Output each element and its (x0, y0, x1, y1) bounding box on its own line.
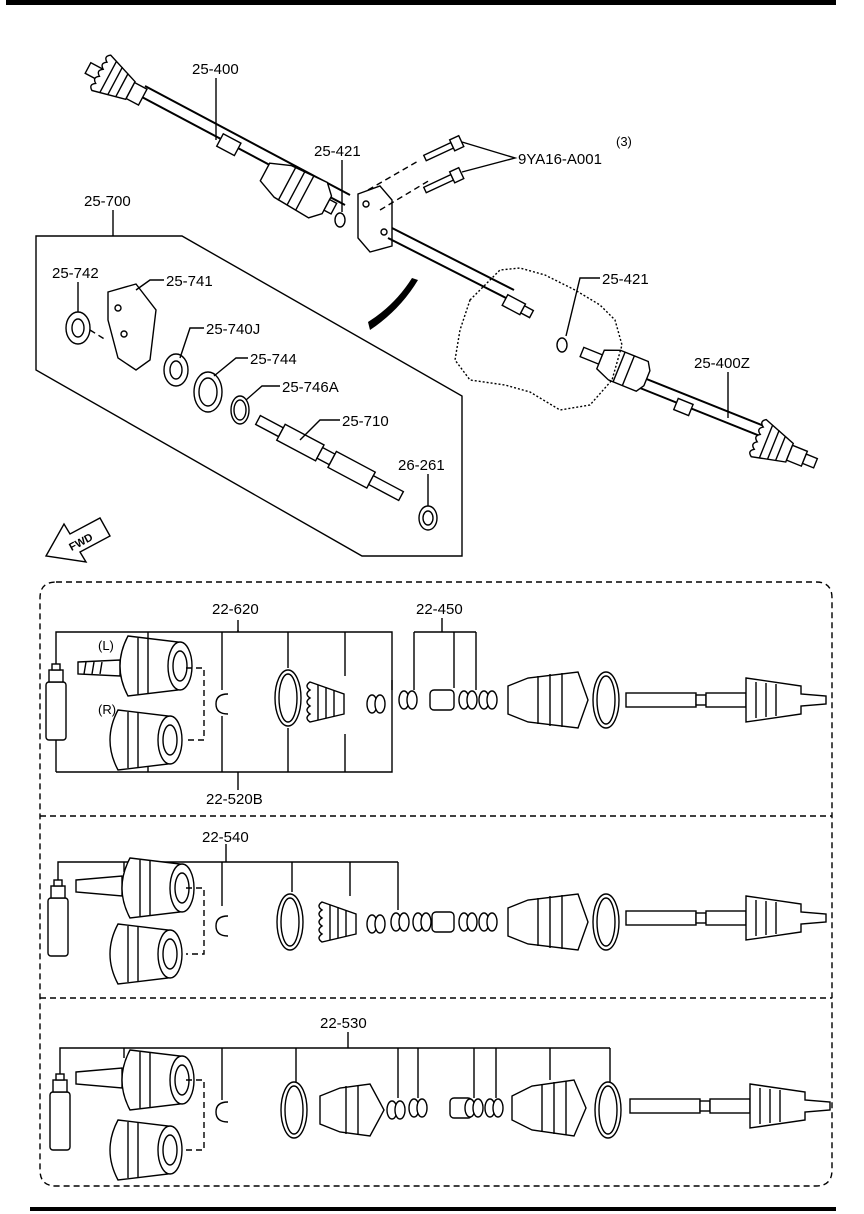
outer-boot-1 (507, 671, 589, 729)
axle-shaft-1 (625, 677, 827, 723)
label-25-400: 25-400 (192, 61, 239, 78)
band-1 (274, 669, 302, 727)
label-26-261: 26-261 (398, 457, 445, 474)
grease-bottle-3 (49, 1073, 71, 1151)
kits-dashed-frame (39, 581, 833, 1187)
label-25-710: 25-710 (342, 413, 389, 430)
inner-boot-1 (306, 681, 345, 723)
seal-26-261 (418, 505, 438, 531)
label-25-740j: 25-740J (206, 321, 260, 338)
clip-12 (464, 1098, 484, 1118)
damper-1 (429, 689, 455, 711)
grease-bottle-2 (47, 879, 69, 957)
axle-shaft-2 (625, 895, 827, 941)
clip-6 (390, 912, 410, 932)
top-border-bar (6, 0, 836, 5)
damper-2 (431, 911, 455, 933)
label-25-744: 25-744 (250, 351, 297, 368)
exploded-bearing-parts (65, 283, 438, 531)
clip-8 (458, 912, 478, 932)
label-left-side: (L) (98, 638, 114, 653)
label-25-742: 25-742 (52, 265, 99, 282)
bracket-25-741 (107, 283, 157, 371)
label-25-700: 25-700 (84, 193, 131, 210)
label-22-520b: 22-520B (206, 791, 263, 808)
band-3 (276, 893, 304, 951)
clip-3 (458, 690, 478, 710)
label-22-450: 22-450 (416, 601, 463, 618)
bottom-border-bar (30, 1207, 836, 1211)
bolts-9ya16 (422, 134, 518, 194)
cv-joint-right (109, 709, 183, 771)
label-25-421-upper: 25-421 (314, 143, 361, 160)
clip-5 (366, 914, 386, 934)
clip-4 (478, 690, 498, 710)
kit-22-540 (47, 844, 827, 985)
snap-ring-3 (215, 1101, 229, 1123)
outer-boot-3 (511, 1079, 587, 1137)
orientation-arrow (368, 278, 418, 330)
clip-13 (484, 1098, 504, 1118)
kit-22-530 (49, 1032, 831, 1181)
snap-ring-2 (215, 915, 229, 937)
clip-11 (408, 1098, 428, 1118)
bearing-25-740j (163, 353, 189, 387)
clip-10 (386, 1100, 406, 1120)
top-leader-lines (77, 78, 729, 506)
seal-25-742 (65, 311, 91, 345)
left-driveshaft-assembly (84, 53, 351, 219)
outer-boot-2 (507, 893, 589, 951)
label-25-741: 25-741 (166, 273, 213, 290)
snap-ring-1 (215, 693, 229, 715)
bearing-support-bracket (334, 159, 431, 253)
ring-25-744 (193, 371, 223, 413)
cv-joint-upper-3 (75, 1049, 195, 1111)
cv-joint-upper-2 (75, 857, 195, 919)
label-25-421-lower: 25-421 (602, 271, 649, 288)
kit-22-620: (L) (R) (45, 618, 827, 790)
transaxle-outline (454, 267, 623, 411)
label-22-530: 22-530 (320, 1015, 367, 1032)
label-qty-3: (3) (616, 134, 632, 149)
band-5 (280, 1081, 308, 1139)
label-22-620: 22-620 (212, 601, 259, 618)
clip-7 (412, 912, 432, 932)
cv-joint-lower-3 (109, 1119, 183, 1181)
clip-9 (478, 912, 498, 932)
clip-2 (398, 690, 418, 710)
band-6 (594, 1081, 622, 1139)
inner-boot-3 (319, 1083, 385, 1137)
cv-joint-left (77, 635, 193, 697)
right-driveshaft-assembly (387, 227, 819, 471)
box-25-700 (35, 235, 463, 557)
clip-1 (366, 694, 386, 714)
band-2 (592, 671, 620, 729)
label-25-746a: 25-746A (282, 379, 339, 396)
ring-25-746a (230, 395, 250, 425)
cv-joint-lower-2 (109, 923, 183, 985)
inner-boot-2 (318, 901, 357, 943)
fwd-arrow-icon: FWD (44, 517, 111, 563)
label-22-540: 22-540 (202, 829, 249, 846)
label-right-side: (R) (98, 702, 116, 717)
axle-shaft-3 (629, 1083, 831, 1129)
band-4 (592, 893, 620, 951)
grease-bottle-1 (45, 663, 67, 741)
label-25-400z: 25-400Z (694, 355, 750, 372)
label-9ya16-a001: 9YA16-A001 (518, 151, 602, 168)
